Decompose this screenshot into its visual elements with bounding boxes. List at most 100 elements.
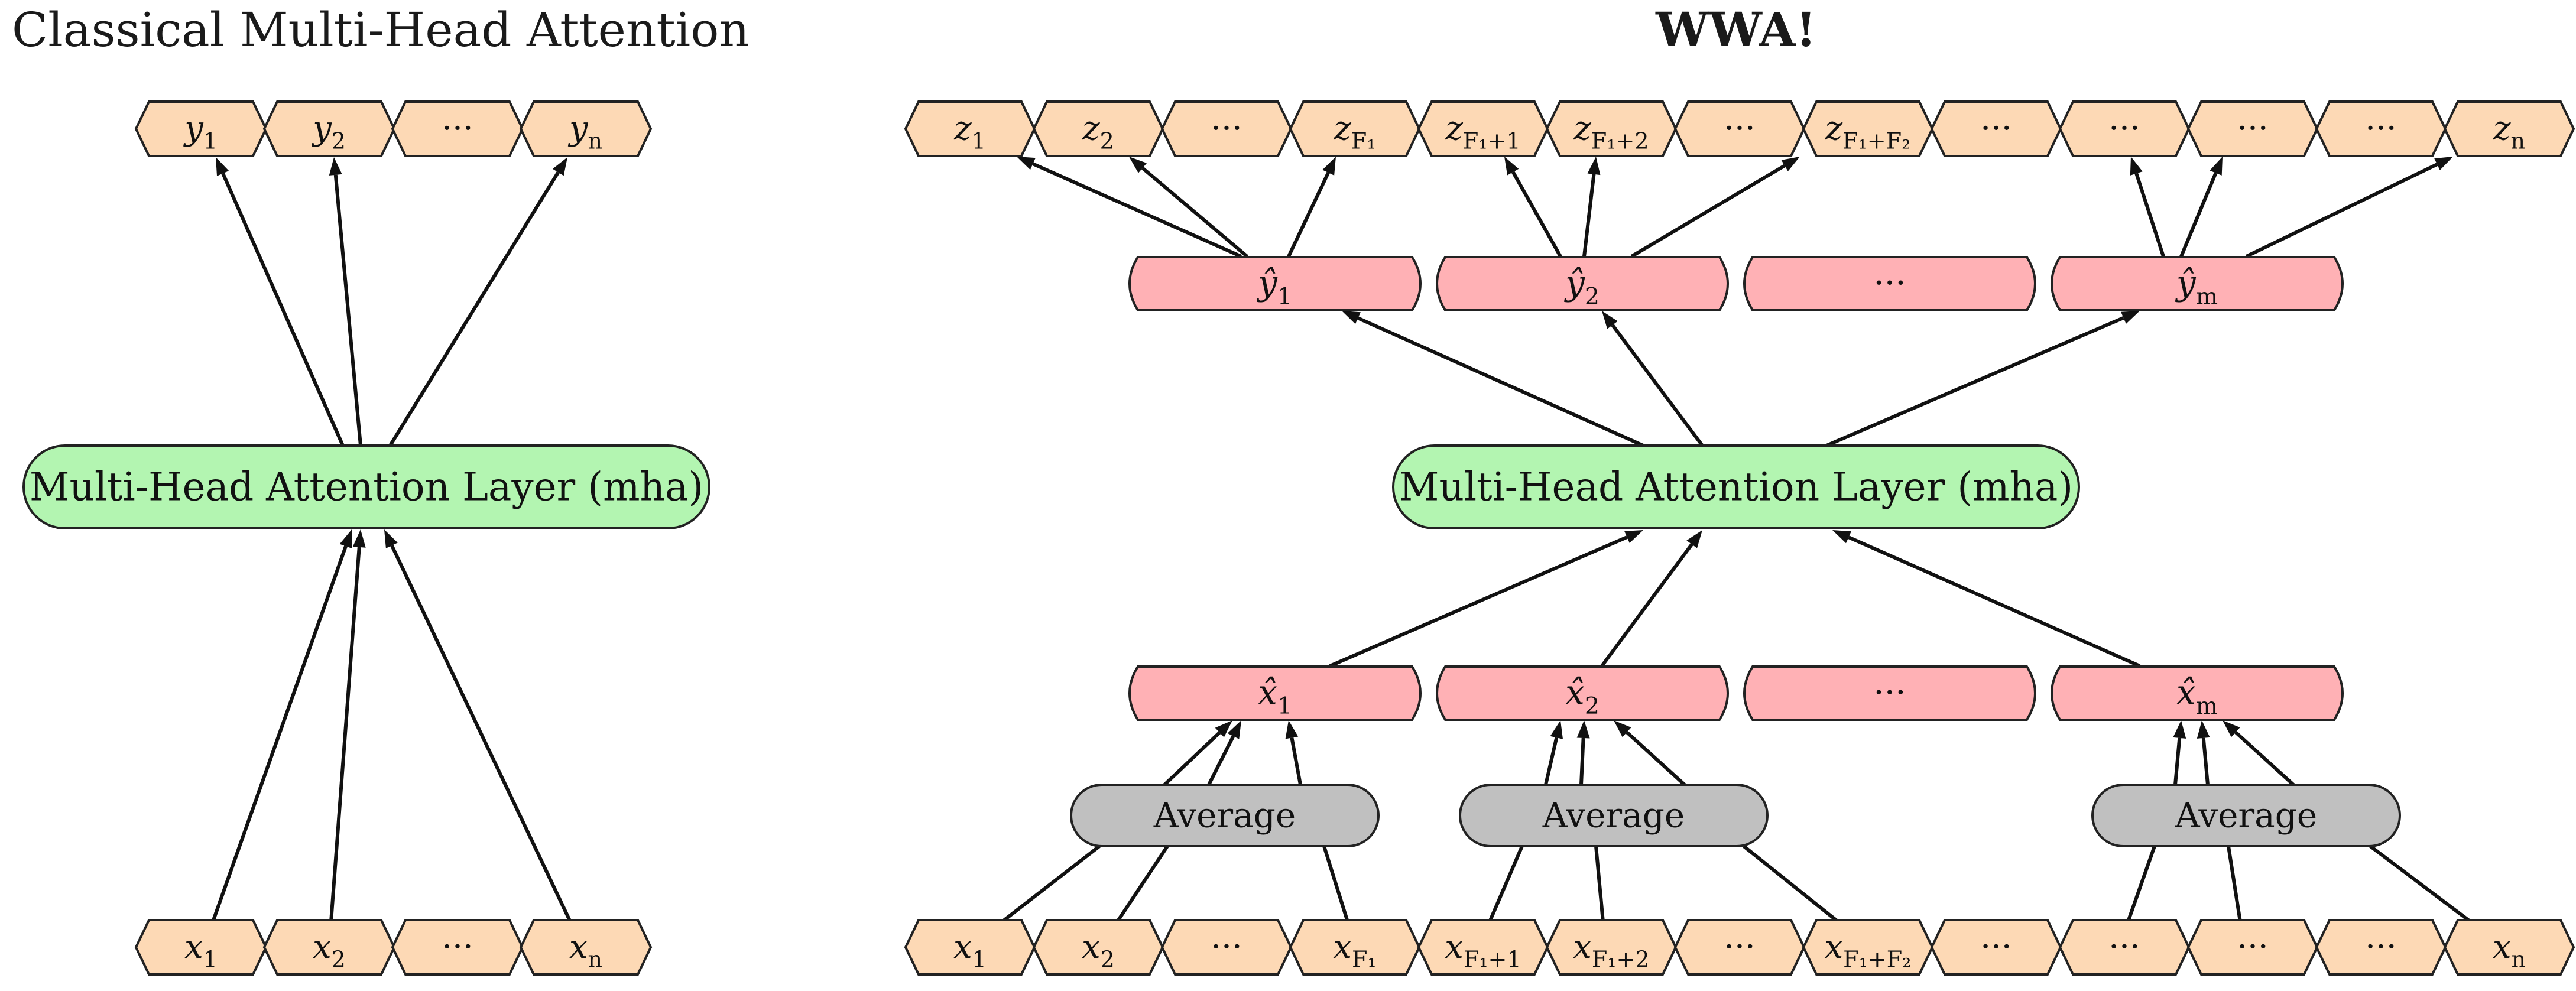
classical-output-2-label-base: y [311, 109, 332, 148]
wwa-input-4: xF₁ [1289, 919, 1421, 976]
wwa-output-2-label-base: z [1082, 109, 1100, 148]
wwa-edge-mha-to-pooled-1 [1342, 311, 1644, 447]
wwa-input-6-label: xF₁+2 [1573, 928, 1649, 973]
wwa-input-5-shape [1417, 919, 1549, 976]
wwa-output-3-shape [1160, 100, 1293, 157]
wwa-output-5: zF₁+1 [1417, 100, 1549, 157]
wwa-pooled-input-4-shape [2051, 665, 2344, 721]
classical-edge-out-2 [329, 157, 362, 446]
wwa-mha-layer-label: Multi-Head Attention Layer (mha) [1399, 464, 2073, 509]
wwa-pooled-input-1-label: x̂1 [1258, 672, 1292, 720]
wwa-input-13-label-base: x [2493, 928, 2512, 966]
classical-mha-layer-shape [22, 444, 710, 529]
classical-input-1-label: x1 [184, 928, 218, 973]
classical-input-2-label-subscript: 2 [332, 947, 346, 973]
wwa-output-13-label: zn [2493, 109, 2525, 154]
wwa-edge-average-to-pooled-8 [2197, 720, 2210, 785]
wwa-edge-input-to-average-4 [1488, 845, 1524, 923]
classical-output-3: ··· [391, 100, 524, 157]
wwa-pooled-output-1-label-subscript: 1 [1277, 283, 1292, 310]
wwa-pooled-input-4: x̂m [2051, 665, 2344, 721]
wwa-output-8-label-subscript: F₁+F₂ [1842, 128, 1910, 154]
wwa-input-9-label-base: ··· [1980, 928, 2012, 966]
wwa-output-9: ··· [1930, 100, 2062, 157]
title-classical: Classical Multi-Head Attention [12, 2, 750, 57]
wwa-output-4-label: zF₁ [1333, 109, 1375, 154]
wwa-input-6-shape [1545, 919, 1678, 976]
wwa-edge-average-to-pooled-5 [1576, 720, 1590, 785]
wwa-input-6: xF₁+2 [1545, 919, 1678, 976]
wwa-output-1-label-subscript: 1 [972, 128, 986, 154]
wwa-edge-pooled-to-output-9 [2245, 157, 2453, 258]
wwa-output-1-label-base: z [953, 109, 972, 148]
wwa-input-10-shape [2058, 919, 2191, 976]
edges-layer [211, 157, 2472, 924]
wwa-pooled-input-1-label-base: x̂ [1258, 672, 1277, 713]
wwa-pooled-input-2-label-base: x̂ [1565, 672, 1585, 713]
wwa-edge-input-to-average-8 [2227, 846, 2242, 922]
wwa-input-11: ··· [2186, 919, 2319, 976]
wwa-output-8: zF₁+F₂ [1802, 100, 1934, 157]
wwa-pooled-input-3-label: ··· [1873, 672, 1906, 713]
wwa-edge-input-to-average-1 [1001, 844, 1101, 924]
wwa-edge-average-to-pooled-4 [1544, 720, 1563, 785]
wwa-input-6-label-subscript: F₁+2 [1592, 947, 1650, 973]
wwa-pooled-output-2: ŷ2 [1436, 256, 1729, 311]
wwa-average-1-label: Average [1153, 795, 1296, 836]
wwa-edge-pooled-to-mha-1 [1329, 530, 1643, 668]
wwa-input-2-shape [1032, 919, 1164, 976]
wwa-output-3-label-base: ··· [1211, 109, 1242, 148]
classical-output-1: y1 [134, 100, 268, 157]
wwa-pooled-input-4-label-subscript: m [2196, 693, 2218, 720]
classical-output-3-label-base: ··· [442, 109, 473, 148]
wwa-output-3-label: ··· [1211, 109, 1242, 148]
wwa-input-1-shape [904, 919, 1036, 976]
wwa-input-11-shape [2186, 919, 2319, 976]
wwa-output-2-shape [1032, 100, 1164, 157]
classical-output-4: yn [519, 100, 653, 157]
wwa-input-3-shape [1160, 919, 1293, 976]
wwa-input-6-label-base: x [1573, 928, 1592, 966]
wwa-input-8-label: xF₁+F₂ [1825, 928, 1912, 973]
classical-input-3-label-base: ··· [442, 928, 473, 966]
wwa-pooled-output-1-shape [1128, 256, 1422, 311]
wwa-input-12-shape [2315, 919, 2447, 976]
wwa-output-12: ··· [2315, 100, 2447, 157]
wwa-edge-mha-to-pooled-3 [1825, 311, 2140, 447]
wwa-pooled-output-2-label-subscript: 2 [1585, 283, 1600, 310]
wwa-input-11-label-base: ··· [2237, 928, 2268, 966]
wwa-pooled-input-2: x̂2 [1436, 665, 1729, 721]
wwa-input-1-label: x1 [953, 928, 987, 973]
wwa-input-10-label: ··· [2108, 928, 2140, 966]
classical-output-1-label: y1 [183, 109, 218, 154]
wwa-pooled-input-3: ··· [1743, 665, 2036, 721]
wwa-average-1-shape [1070, 784, 1380, 847]
classical-input-3: ··· [391, 919, 524, 976]
wwa-input-5-label: xF₁+1 [1445, 928, 1521, 973]
classical-output-4-shape [519, 100, 653, 157]
wwa-edge-pooled-to-output-8 [2179, 157, 2223, 258]
wwa-pooled-output-1-label: ŷ1 [1256, 263, 1292, 310]
wwa-output-6-label: zF₁+2 [1573, 109, 1649, 154]
wwa-input-13-shape [2443, 919, 2575, 976]
wwa-pooled-output-2-label: ŷ2 [1563, 263, 1600, 310]
wwa-input-10-label-base: ··· [2108, 928, 2140, 966]
wwa-average-2-shape [1459, 784, 1769, 847]
wwa-average-2: Average [1459, 784, 1769, 847]
wwa-input-12-label: ··· [2365, 928, 2396, 966]
classical-input-2-shape [262, 919, 396, 976]
wwa-input-4-shape [1289, 919, 1421, 976]
wwa-average-2-label: Average [1542, 795, 1685, 836]
wwa-output-13-label-subscript: n [2510, 128, 2525, 154]
classical-output-3-label: ··· [442, 109, 473, 148]
wwa-edge-input-to-average-5 [1594, 846, 1605, 922]
wwa-average-3-label: Average [2175, 795, 2317, 836]
wwa-input-9: ··· [1930, 919, 2062, 976]
wwa-pooled-output-4-label: ŷm [2175, 263, 2218, 310]
wwa-input-5-label-subscript: F₁+1 [1464, 947, 1521, 973]
wwa-input-2-label-base: x [1082, 928, 1101, 966]
wwa-input-8: xF₁+F₂ [1802, 919, 1934, 976]
wwa-pooled-output-3-label: ··· [1873, 263, 1906, 303]
